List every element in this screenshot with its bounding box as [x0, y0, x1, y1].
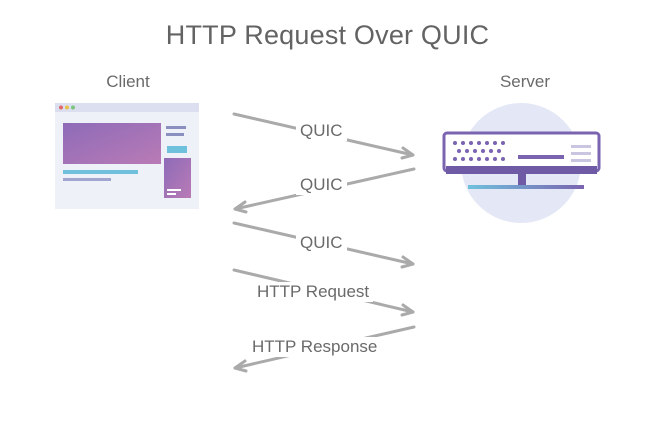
diagram-title: HTTP Request Over QUIC: [165, 20, 490, 50]
message-label-1: QUIC: [296, 121, 347, 141]
message-label-3: QUIC: [296, 233, 347, 253]
message-label-2: QUIC: [296, 175, 347, 195]
message-label-5: HTTP Response: [248, 337, 382, 357]
server-rack-icon: [442, 103, 601, 223]
message-label-4: HTTP Request: [253, 282, 374, 302]
server-label: Server: [499, 72, 551, 91]
browser-window-icon: [55, 103, 199, 209]
client-label: Client: [106, 72, 150, 91]
